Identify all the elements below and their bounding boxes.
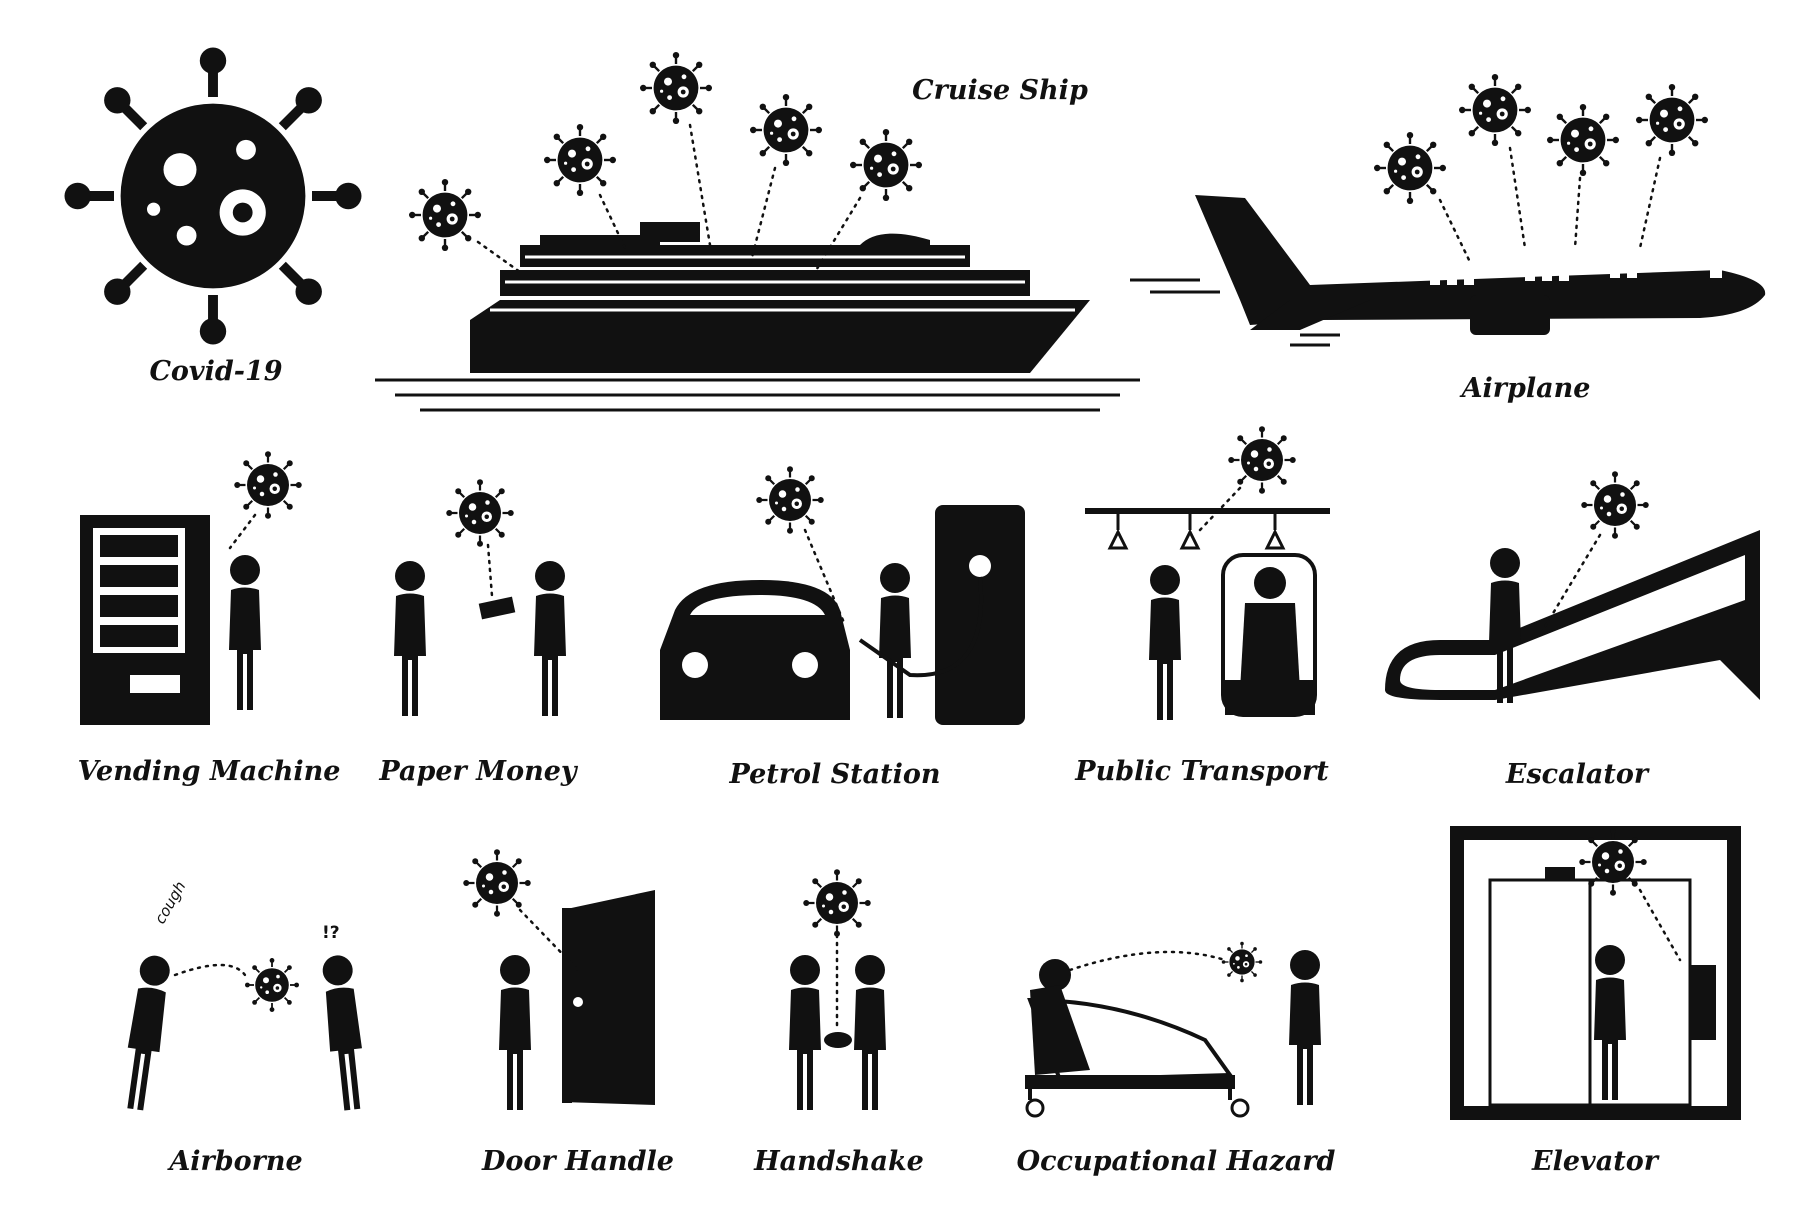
elevator-icon xyxy=(1450,826,1741,1120)
door-handle-icon xyxy=(499,890,655,1110)
transport-virus xyxy=(1198,425,1297,532)
occupational-hazard-icon xyxy=(1025,941,1321,1118)
label-door-handle: Door Handle xyxy=(481,1146,674,1177)
petrol-virus xyxy=(755,465,847,627)
handshake-icon xyxy=(789,955,886,1110)
vending-machine-icon xyxy=(80,515,261,725)
label-paper-money: Paper Money xyxy=(378,756,578,787)
airborne-icon: cough !? xyxy=(119,878,369,1112)
label-elevator: Elevator xyxy=(1531,1146,1660,1177)
escalator-icon xyxy=(1385,530,1760,703)
label-cruise-ship: Cruise Ship xyxy=(912,75,1088,106)
public-transport-icon xyxy=(1085,508,1330,720)
cough-text: cough xyxy=(151,878,190,927)
handshake-virus xyxy=(802,868,872,1032)
vending-virus xyxy=(228,450,303,550)
escalator-virus xyxy=(1538,470,1650,637)
label-covid-19: Covid-19 xyxy=(149,356,282,387)
surprise-text: !? xyxy=(322,923,340,943)
airplane-icon xyxy=(1130,195,1766,347)
label-airplane: Airplane xyxy=(1459,373,1591,404)
covid-virus-icon xyxy=(65,48,362,345)
elevator-virus xyxy=(1578,827,1682,962)
label-vending-machine: Vending Machine xyxy=(78,756,341,787)
paper-money-icon xyxy=(394,561,566,716)
label-occupational-hazard: Occupational Hazard xyxy=(1017,1146,1336,1177)
label-public-transport: Public Transport xyxy=(1074,756,1329,787)
petrol-station-icon xyxy=(660,505,1025,725)
label-handshake: Handshake xyxy=(753,1146,924,1177)
money-virus xyxy=(445,478,515,598)
cruise-ship-icon xyxy=(375,222,1140,412)
airplane-viruses xyxy=(1372,72,1710,264)
label-airborne: Airborne xyxy=(166,1146,302,1177)
label-escalator: Escalator xyxy=(1505,759,1650,790)
door-virus xyxy=(462,848,580,972)
label-petrol-station: Petrol Station xyxy=(729,759,941,790)
cruise-ship-viruses xyxy=(407,50,924,274)
